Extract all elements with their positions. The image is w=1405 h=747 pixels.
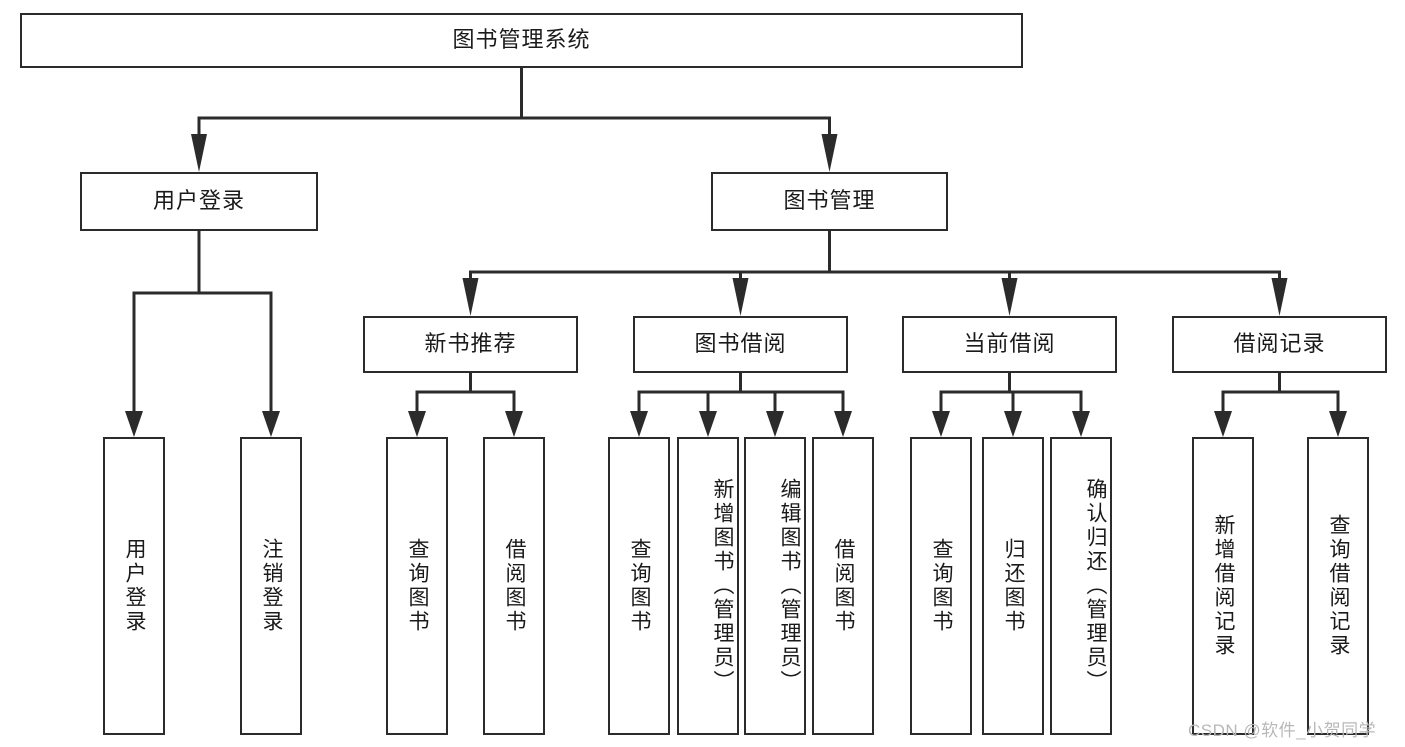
node-label: 归还图书: [1002, 538, 1025, 634]
csdn-watermark: CSDN @软件_小贺同学: [1188, 721, 1377, 740]
node-label: 用户登录: [152, 188, 245, 214]
node-new-book-recommend[interactable]: 新书推荐: [363, 316, 578, 373]
node-book-manage[interactable]: 图书管理: [711, 172, 948, 231]
node-label: 新增图书（管理员）: [711, 478, 734, 694]
node-current-borrow[interactable]: 当前借阅: [902, 316, 1117, 373]
node-leaf-add-book[interactable]: 新增图书（管理员）: [677, 437, 739, 735]
node-label: 用户登录: [123, 538, 146, 634]
node-root-system[interactable]: 图书管理系统: [20, 13, 1023, 68]
node-label: 当前借阅: [963, 331, 1056, 357]
node-label: 借阅图书: [503, 538, 526, 634]
node-label: 图书借阅: [694, 331, 787, 357]
node-leaf-user-login[interactable]: 用户登录: [103, 437, 165, 735]
node-leaf-edit-book[interactable]: 编辑图书（管理员）: [744, 437, 806, 735]
node-label: 编辑图书（管理员）: [778, 478, 801, 694]
node-leaf-query-book-3[interactable]: 查询图书: [910, 437, 972, 735]
node-label: 借阅图书: [832, 538, 855, 634]
node-label: 图书管理: [783, 188, 876, 214]
node-label: 图书管理系统: [452, 27, 591, 53]
node-label: 新增借阅记录: [1212, 514, 1235, 658]
node-label: 查询图书: [406, 538, 429, 634]
node-leaf-query-book-2[interactable]: 查询图书: [608, 437, 670, 735]
node-label: 注销登录: [260, 538, 283, 634]
node-label: 查询图书: [628, 538, 651, 634]
node-leaf-query-record[interactable]: 查询借阅记录: [1307, 437, 1369, 735]
node-leaf-add-record[interactable]: 新增借阅记录: [1192, 437, 1254, 735]
node-leaf-borrow-book-1[interactable]: 借阅图书: [483, 437, 545, 735]
node-book-borrow[interactable]: 图书借阅: [633, 316, 848, 373]
node-leaf-return-book[interactable]: 归还图书: [982, 437, 1044, 735]
node-leaf-user-logout[interactable]: 注销登录: [240, 437, 302, 735]
node-label: 查询借阅记录: [1327, 514, 1350, 658]
node-user-login[interactable]: 用户登录: [80, 172, 318, 231]
node-leaf-confirm-return[interactable]: 确认归还（管理员）: [1050, 437, 1112, 735]
node-leaf-borrow-book-2[interactable]: 借阅图书: [812, 437, 874, 735]
node-label: 查询图书: [930, 538, 953, 634]
node-label: 新书推荐: [424, 331, 517, 357]
node-borrow-record[interactable]: 借阅记录: [1172, 316, 1387, 373]
node-label: 借阅记录: [1233, 331, 1326, 357]
node-leaf-query-book-1[interactable]: 查询图书: [386, 437, 448, 735]
node-label: 确认归还（管理员）: [1084, 478, 1107, 694]
